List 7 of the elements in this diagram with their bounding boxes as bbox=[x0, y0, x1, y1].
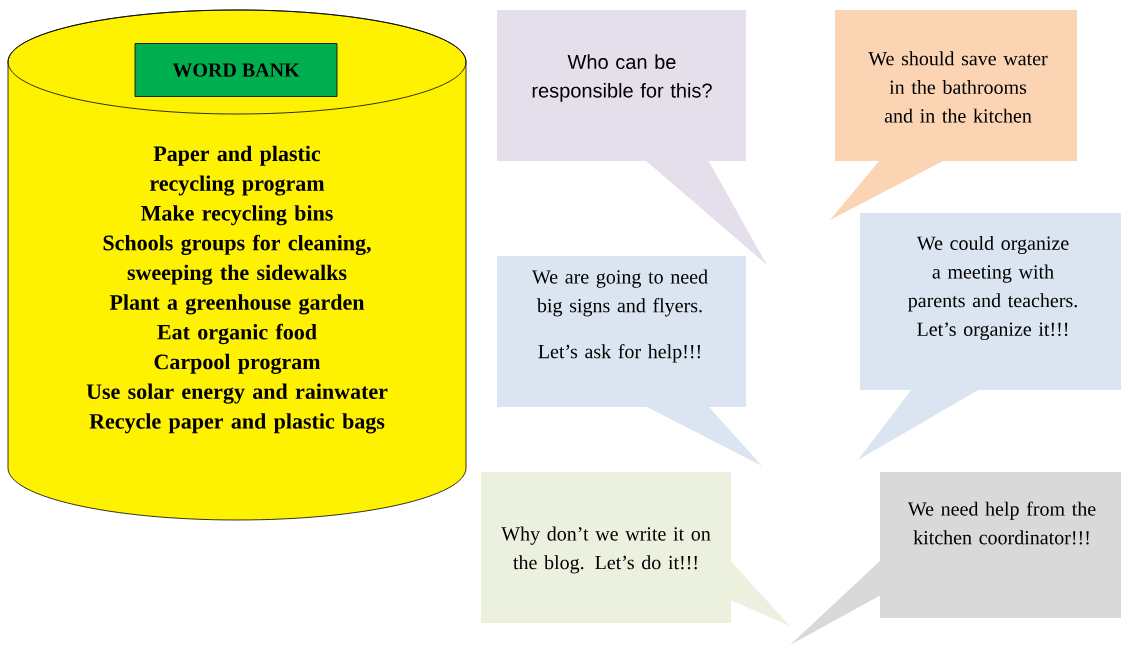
speech-bubble: We could organize a meeting with parents and teachers. Let’s organize it!!! bbox=[858, 213, 1121, 460]
speech-bubble: We need help from the kitchen coordinator!!! bbox=[790, 472, 1121, 645]
word-bank-box: WORD BANK bbox=[134, 43, 338, 97]
speech-bubble: We should save water in the bathrooms and in the kitchen bbox=[830, 10, 1077, 220]
speech-bubble: Who can be responsible for this? bbox=[497, 10, 767, 265]
speech-bubble: We are going to need big signs and flyers. Let’s ask for help!!! bbox=[497, 256, 762, 466]
speech-bubble: Why don’t we write it on the blog. Let’s do it!!! bbox=[481, 472, 790, 626]
